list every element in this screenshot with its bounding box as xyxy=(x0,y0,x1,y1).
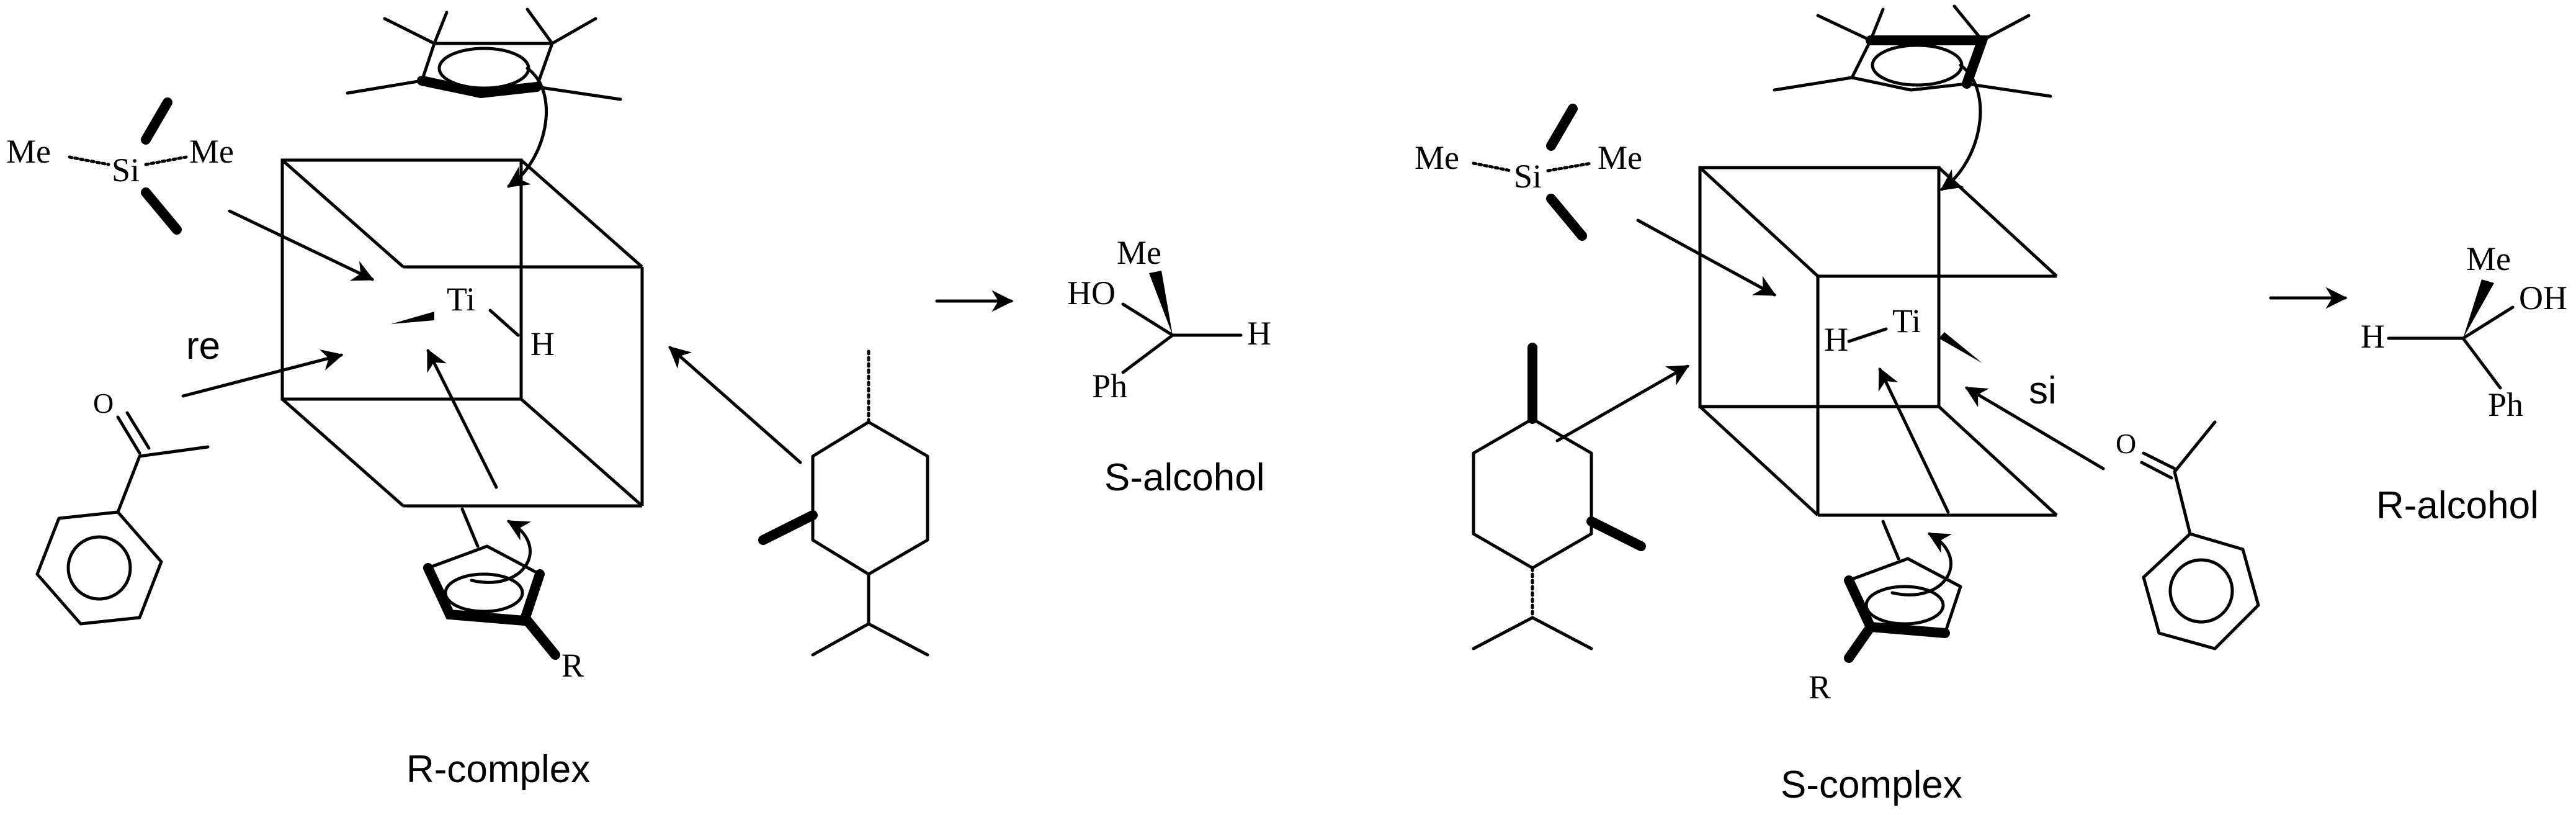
right-cp-star-ring xyxy=(1773,4,2052,191)
left-ketone-oxygen: O xyxy=(93,387,114,419)
left-trimethylsilyl: Me Si Me xyxy=(6,97,375,281)
right-me-right-label: Me xyxy=(1598,139,1642,176)
left-si-label: Si xyxy=(112,151,140,189)
left-me-right-label: Me xyxy=(189,133,234,170)
right-acetophenone: si O xyxy=(1964,369,2260,651)
left-acetophenone: re O xyxy=(35,325,344,626)
right-cube xyxy=(1698,166,2058,517)
right-me-left-label: Me xyxy=(1415,139,1459,176)
right-product-caption: R-alcohol xyxy=(2376,484,2539,527)
right-cp-ring-bottom: R xyxy=(1809,520,1962,706)
right-hydride-label: H xyxy=(1824,321,1848,358)
left-s-alcohol: Me HO H Ph S-alcohol xyxy=(1067,234,1271,499)
right-product-h: H xyxy=(2361,318,2385,355)
left-menthyl xyxy=(668,346,929,657)
right-menthyl xyxy=(1472,343,1690,651)
left-cube xyxy=(280,158,644,508)
right-product-ph: Ph xyxy=(2488,386,2523,423)
right-ti-label: Ti xyxy=(1892,302,1921,340)
left-cp-substituent: R xyxy=(561,647,584,684)
left-ti-label: Ti xyxy=(447,281,475,318)
left-product-h: H xyxy=(1247,315,1271,352)
left-product-me: Me xyxy=(1117,234,1161,271)
right-trimethylsilyl: Me Si Me xyxy=(1415,104,1777,297)
right-r-alcohol: Me OH H Ph R-alcohol xyxy=(2361,240,2567,527)
left-r-complex: Ti H Me Si Me re O xyxy=(6,7,644,791)
left-product-caption: S-alcohol xyxy=(1104,456,1264,499)
right-face-label: si xyxy=(2029,369,2057,412)
left-cp-ring-bottom: R xyxy=(423,507,584,684)
left-product-ph: Ph xyxy=(1092,367,1127,405)
right-ketone-oxygen: O xyxy=(2116,428,2136,459)
left-product-ho: HO xyxy=(1067,274,1116,312)
right-product-me: Me xyxy=(2466,240,2511,277)
right-s-complex: Ti H Me Si Me si xyxy=(1415,4,2260,806)
right-product-oh: OH xyxy=(2519,279,2567,317)
right-cp-substituent: R xyxy=(1809,669,1831,706)
right-complex-caption: S-complex xyxy=(1781,763,1962,806)
left-hydride-label: H xyxy=(530,325,555,362)
left-face-label: re xyxy=(186,325,220,367)
left-me-left-label: Me xyxy=(6,133,51,170)
left-complex-caption: R-complex xyxy=(406,748,590,791)
right-si-label: Si xyxy=(1514,158,1542,195)
